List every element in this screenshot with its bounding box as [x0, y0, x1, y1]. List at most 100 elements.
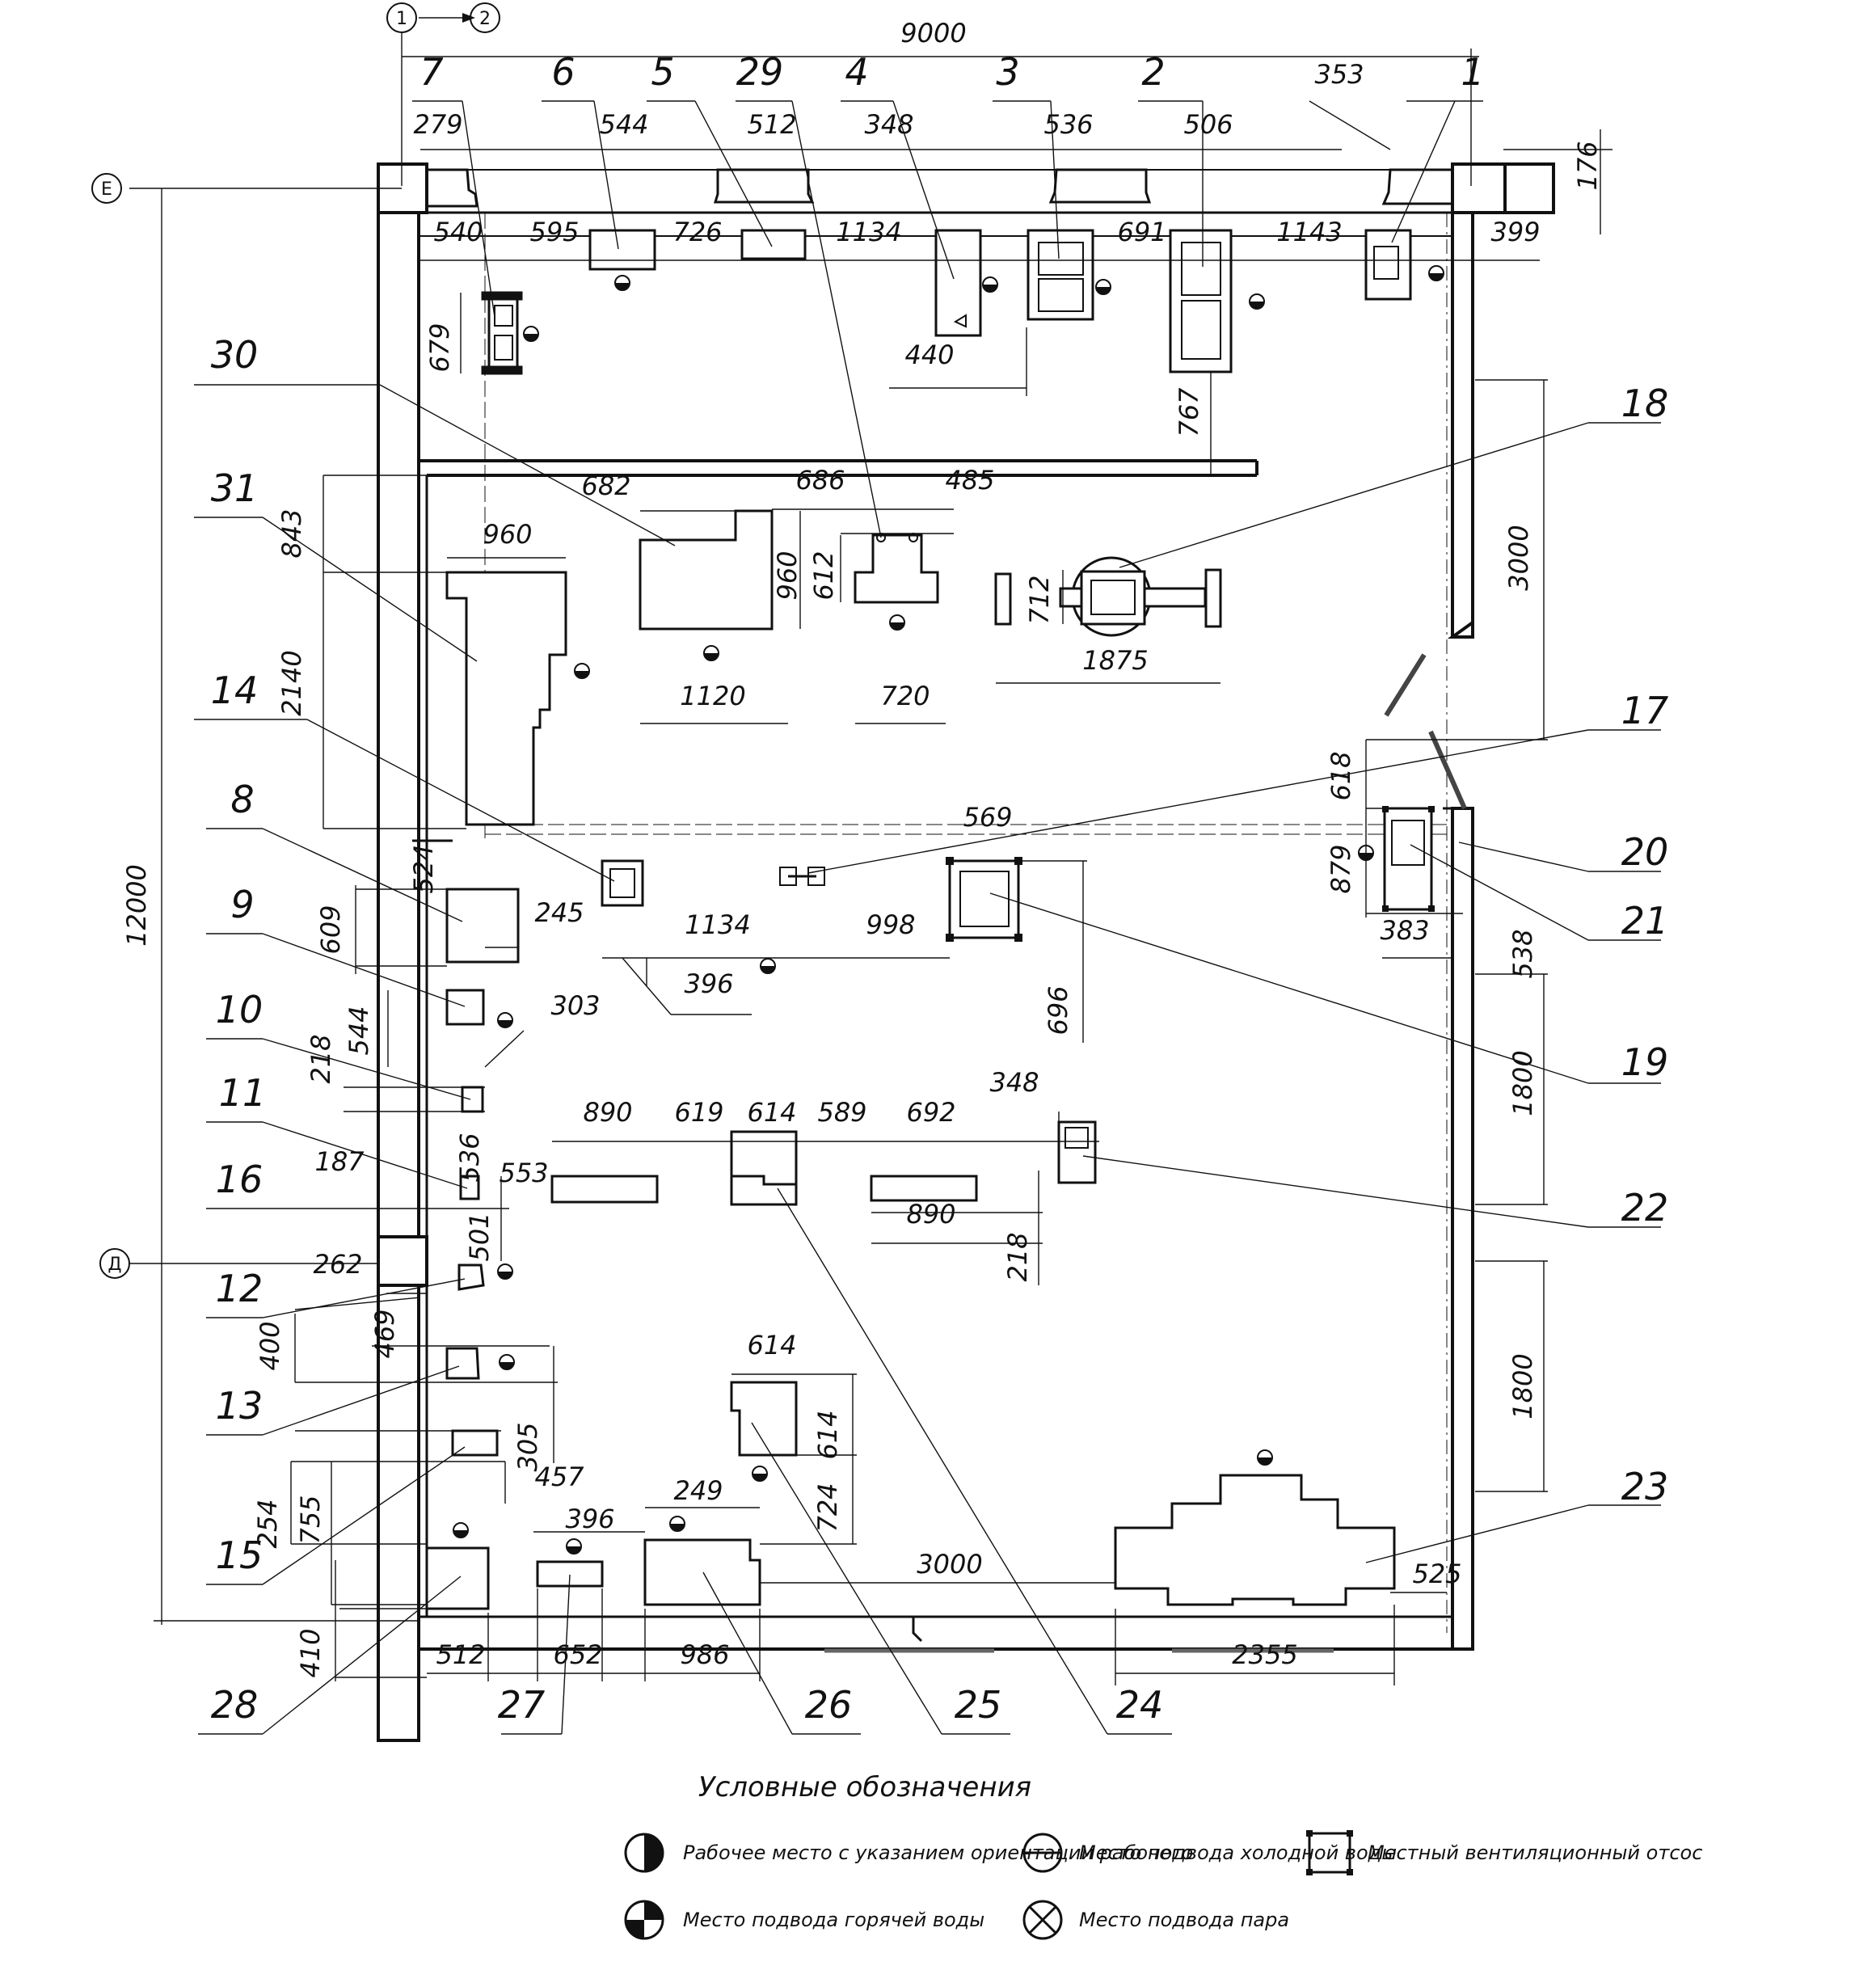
workplace-marker: [499, 1354, 515, 1370]
dimension-label: 2355: [1232, 1639, 1297, 1670]
equipment-number: 14: [211, 669, 259, 712]
legend: [624, 1830, 1353, 1940]
dimension-label: 755: [295, 1495, 326, 1544]
workplace-marker: [574, 663, 590, 679]
workplace-marker: [1428, 265, 1444, 281]
dimension-label: 890: [583, 1097, 632, 1128]
equipment-number: 17: [1621, 689, 1669, 732]
axis-label-1: 1: [396, 9, 407, 29]
dimension-label: 353: [1314, 59, 1364, 90]
equipment-number: 10: [216, 988, 263, 1031]
workplace-marker: [523, 326, 539, 342]
dimension-label: 544: [344, 1006, 374, 1055]
equipment-number: 3: [996, 50, 1019, 94]
workplace-marker: [982, 276, 998, 293]
equipment-number: 4: [845, 50, 868, 94]
dimension-label: 619: [674, 1097, 723, 1128]
dimension-label: 843: [276, 508, 307, 558]
dimension-label: 469: [369, 1309, 400, 1358]
dimension-label: 245: [534, 897, 584, 928]
dimension-label: 1134: [685, 909, 750, 940]
dimension-label: 3000: [917, 1549, 982, 1580]
workplace-marker: [1249, 293, 1265, 310]
dimension-label: 614: [747, 1097, 796, 1128]
cold-water-icon: [1022, 1833, 1063, 1873]
overall-width-label: 9000: [900, 18, 966, 49]
dimension-label: 1800: [1507, 1050, 1538, 1116]
workplace-marker: [566, 1538, 582, 1554]
grid-axis-markers: [91, 2, 500, 1279]
equipment-number: 2: [1141, 50, 1165, 94]
dimension-label: 879: [1326, 844, 1356, 893]
workplace-marker: [889, 614, 905, 631]
dimension-label: 553: [499, 1158, 548, 1188]
equipment-number: 22: [1621, 1186, 1669, 1230]
hot-water-icon: [624, 1900, 664, 1940]
dimension-label: 767: [1174, 387, 1204, 437]
dimension-label: 501: [464, 1212, 495, 1261]
dimension-label: 682: [581, 470, 630, 501]
dimension-label: 652: [553, 1639, 602, 1670]
dimension-label: 960: [483, 519, 532, 550]
workplace-marker: [614, 275, 630, 291]
dimension-label: 512: [436, 1639, 485, 1670]
dimension-label: 218: [306, 1034, 336, 1083]
dimension-label: 262: [313, 1249, 362, 1280]
legend-label-cold-water: Место подвода холодной воды: [1079, 1841, 1397, 1864]
dimension-label: 1143: [1276, 217, 1342, 247]
dimension-label: 614: [812, 1410, 843, 1459]
dimension-label: 614: [747, 1330, 796, 1360]
dimension-label: 890: [906, 1199, 955, 1230]
workplace-marker: [752, 1466, 768, 1482]
equipment-number: 7: [419, 50, 443, 94]
equipment-number: 20: [1621, 830, 1669, 874]
equipment-number: 15: [216, 1533, 263, 1577]
equipment-number: 23: [1621, 1465, 1669, 1508]
dimension-label: 457: [534, 1462, 584, 1492]
equipment-number: 24: [1116, 1683, 1164, 1727]
equipment-number: 21: [1621, 899, 1669, 943]
equipment-number: 11: [219, 1071, 267, 1115]
dimension-label: 440: [904, 340, 954, 370]
dimension-label: 383: [1380, 915, 1429, 946]
overall-dimensions: [129, 13, 1479, 1625]
dimension-label: 986: [680, 1639, 729, 1670]
dimension-label: 726: [672, 217, 722, 247]
workplace-marker: [669, 1516, 685, 1532]
dimension-label: 686: [795, 465, 845, 496]
dimension-label: 348: [989, 1067, 1039, 1098]
dimension-label: 396: [684, 968, 733, 999]
building-walls: [377, 162, 1555, 1742]
workplace-marker: [453, 1522, 469, 1538]
dimension-label: 506: [1183, 109, 1233, 140]
dimension-label: 679: [424, 323, 455, 372]
leader-lines: [194, 100, 1661, 1735]
dimension-label: 692: [906, 1097, 955, 1128]
equipment-number: 5: [651, 50, 674, 94]
dimension-label: 279: [413, 109, 462, 140]
legend-label-hot-water: Место подвода горячей воды: [683, 1909, 984, 1931]
dimension-label: 612: [808, 551, 839, 600]
workplace-marker: [1095, 279, 1111, 295]
dimension-label: 540: [433, 217, 483, 247]
dimension-label: 1875: [1082, 645, 1148, 676]
ventilation-icon: [1306, 1830, 1353, 1875]
equipment-number: 25: [955, 1683, 1002, 1727]
dimension-label: 176: [1572, 141, 1603, 190]
equipment-number: 6: [551, 50, 575, 94]
dimension-label: 485: [945, 465, 994, 496]
dimension-label: 618: [1326, 751, 1356, 800]
legend-label-ventilation: Местный вентиляционный отсос: [1368, 1841, 1702, 1864]
equipment-number: 19: [1621, 1040, 1669, 1084]
equipment-number: 1: [1461, 50, 1484, 94]
equipment-number: 31: [211, 466, 259, 510]
dimension-label: 218: [1002, 1232, 1033, 1281]
dimension-label: 249: [673, 1475, 723, 1506]
workplace-icon: [624, 1833, 664, 1873]
axis-label-e: Е: [101, 179, 112, 200]
equipment-number: 18: [1621, 382, 1669, 425]
equipment-number: 29: [736, 50, 784, 94]
